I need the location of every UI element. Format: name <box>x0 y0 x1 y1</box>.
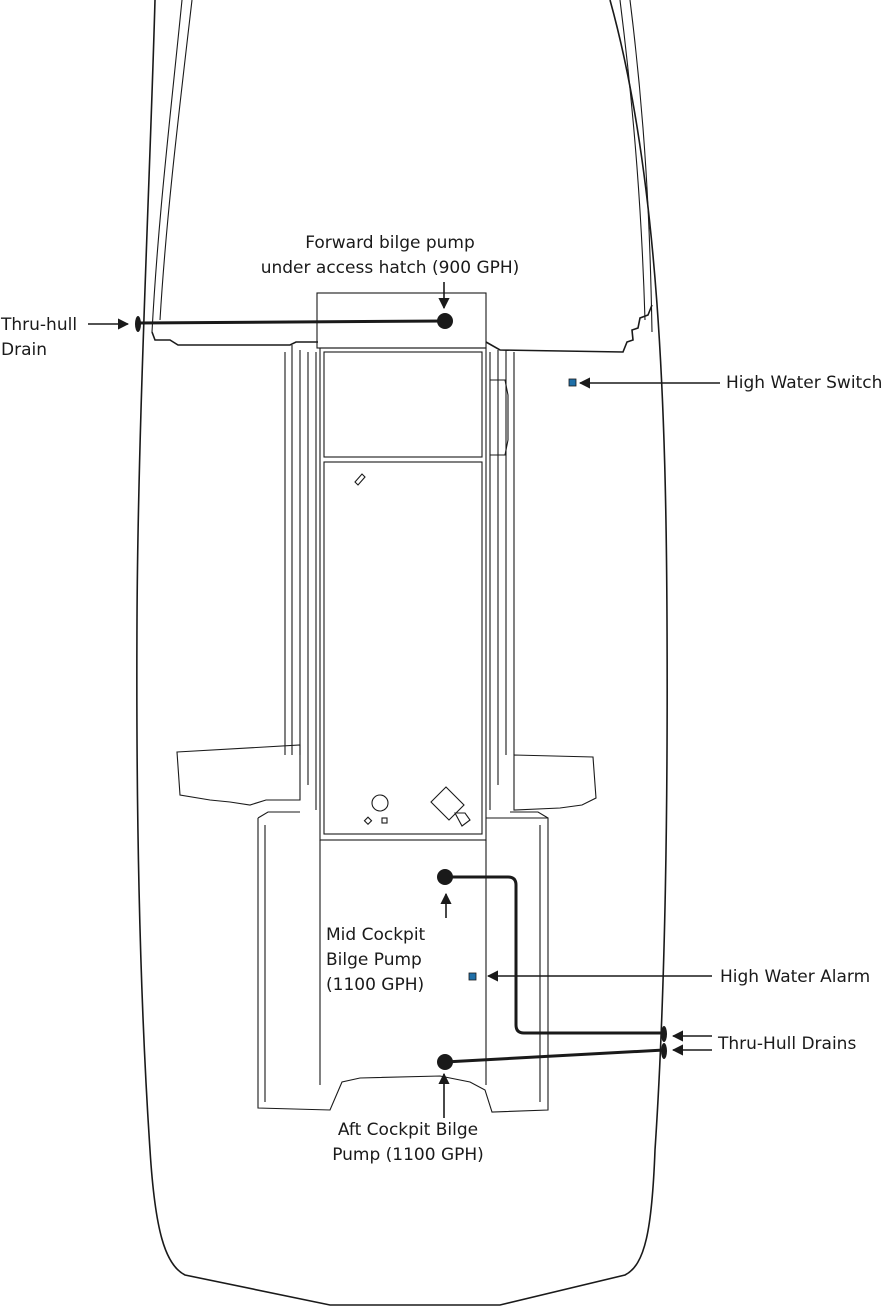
mid-pump-label-line2: Bilge Pump <box>326 950 422 970</box>
aft-cockpit-bilge-pump <box>437 1054 453 1070</box>
console-top-box <box>323 351 483 458</box>
mid-cockpit-bilge-pump <box>437 869 453 885</box>
console-side-rail-right <box>489 350 515 810</box>
console-outer <box>319 347 487 841</box>
thru-hull-drain-label-line1: Thru-hull <box>1 315 78 335</box>
console-small-square-1 <box>363 816 373 826</box>
hull-outline <box>136 0 668 1306</box>
console-glyph-small <box>354 473 366 486</box>
aft-pump-label-line2: Pump (1100 GPH) <box>332 1145 484 1165</box>
high-water-switch-label: High Water Switch <box>726 373 883 393</box>
seat-left <box>176 744 301 806</box>
forward-pump-label-line2: under access hatch (900 GPH) <box>260 258 520 278</box>
aft-pump-drain-pipe <box>444 1048 665 1064</box>
console-body <box>323 461 483 835</box>
aft-cockpit-inner <box>257 811 549 1102</box>
aft-pump-label-line1: Aft Cockpit Bilge <box>337 1120 479 1140</box>
thru-hull-drains-label: Thru-Hull Drains <box>718 1034 857 1054</box>
seat-right <box>513 754 597 811</box>
console-round-fitting <box>371 794 389 812</box>
thru-hull-fitting-port <box>135 316 141 332</box>
hull-inner-line-left <box>151 0 183 333</box>
thru-hull-drain-label-line2: Drain <box>1 340 47 360</box>
hull-inner-line-right-2 <box>619 0 646 321</box>
bow-deck-edge <box>151 304 653 353</box>
forward-pump-label: Forward bilge pump under access hatch (9… <box>250 231 530 281</box>
aft-pump-label: Aft Cockpit Bilge Pump (1100 GPH) <box>318 1118 498 1168</box>
thru-hull-fitting-stbd-lower <box>661 1043 667 1059</box>
console-right-bracket <box>490 379 509 456</box>
high-water-alarm-label: High Water Alarm <box>720 967 871 987</box>
forward-pump-drain-pipe <box>137 319 446 325</box>
console-diamond-fitting <box>430 786 471 827</box>
forward-pump-label-line1: Forward bilge pump <box>305 233 475 253</box>
aft-cockpit-outline <box>257 817 549 1113</box>
console-side-rail-left <box>284 345 317 810</box>
mid-pump-drain-pipe <box>445 875 664 1035</box>
console-small-square-2 <box>381 817 388 824</box>
mid-pump-label-line1: Mid Cockpit <box>326 925 426 945</box>
high-water-alarm-sensor <box>468 972 477 981</box>
mid-pump-label-line3: (1100 GPH) <box>326 975 425 995</box>
mid-pump-label: Mid Cockpit Bilge Pump (1100 GPH) <box>326 923 425 998</box>
forward-bilge-pump <box>437 313 453 329</box>
high-water-switch-sensor <box>568 378 577 387</box>
thru-hull-drain-label: Thru-hull Drain <box>1 313 77 363</box>
thru-hull-fitting-stbd-upper <box>661 1026 667 1042</box>
hull-inner-line-left-2 <box>159 0 193 321</box>
hull-inner-line-right <box>629 0 653 333</box>
